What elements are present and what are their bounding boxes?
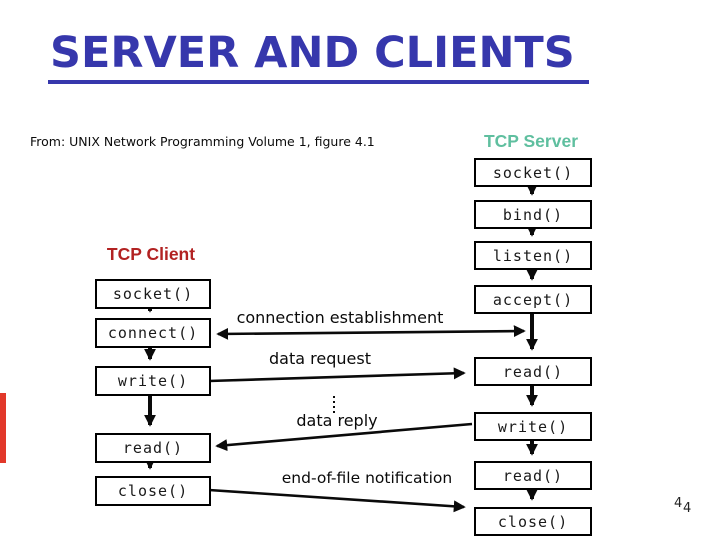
server-box-write: write() [474,412,592,441]
server-box-read2: read() [474,461,592,490]
label-data-request: data request [269,349,371,368]
connection-establishment-arrow [216,325,526,340]
page-number-digit-1: 4 [674,496,683,511]
client-box-write: write() [95,366,211,396]
client-box-socket: socket() [95,279,211,309]
server-box-read1: read() [474,357,592,386]
server-box-accept: accept() [474,285,592,314]
server-box-socket: socket() [474,158,592,187]
label-eof-notification: end-of-file notification [281,469,453,487]
server-box-bind: bind() [474,200,592,229]
data-request-arrow [208,367,466,383]
client-box-read: read() [95,433,211,463]
server-box-close: close() [474,507,592,536]
label-connection-establishment: connection establishment [236,308,444,327]
left-edge-red-mark [0,393,6,463]
page-number-digit-2: 4 [683,501,692,516]
tcp-server-heading: TCP Server [483,131,579,151]
label-data-reply: data reply [296,411,378,430]
tcp-client-heading: TCP Client [106,244,196,264]
client-box-connect: connect() [95,318,211,348]
client-box-close: close() [95,476,211,506]
slide-title: SERVER AND CLIENTS [48,29,589,85]
server-box-listen: listen() [474,241,592,270]
source-note: From: UNIX Network Programming Volume 1,… [30,134,375,149]
eof-notification-arrow [208,488,466,513]
